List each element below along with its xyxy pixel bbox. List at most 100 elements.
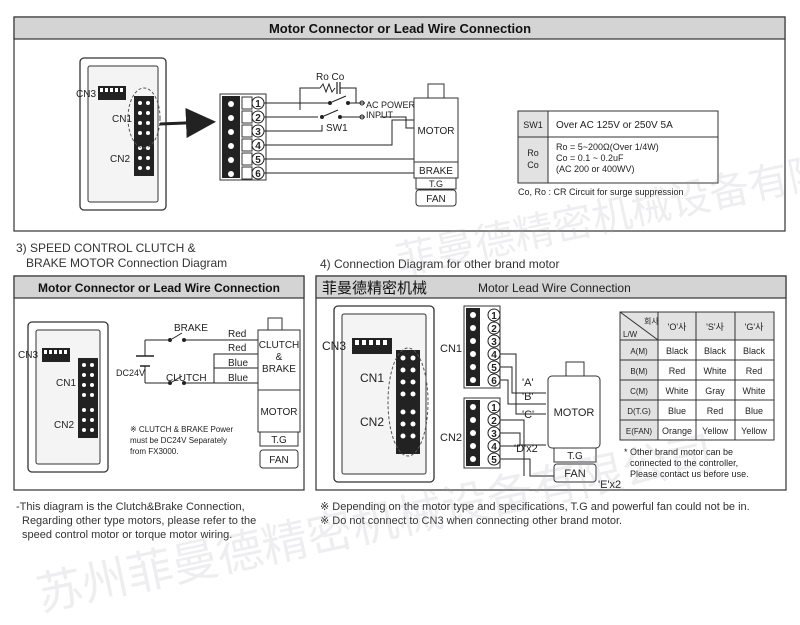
table-row-e-g: Yellow	[741, 426, 767, 436]
top-cn3-label: CN3	[76, 89, 96, 100]
right-note-1: * Other brand motor can be	[624, 447, 733, 457]
top-spec-table: SW1 Ro Co Over AC 125V or 250V 5A Ro = 5…	[517, 110, 719, 197]
top-zoom-arrow	[159, 107, 216, 138]
top-fan-label: FAN	[426, 194, 445, 205]
table-row-d-s: Red	[707, 406, 724, 416]
table-row-b-s: White	[703, 366, 726, 376]
top-pin-1: 1	[255, 99, 261, 110]
top-controller-unit: CN3 CN1 CN2	[76, 57, 167, 211]
left-header-title: Motor Connector or Lead Wire Connection	[38, 281, 280, 295]
left-motor-label: MOTOR	[260, 407, 297, 418]
left-dc24v-label: DC24V	[116, 368, 145, 378]
left-wire-1: Red	[228, 329, 246, 340]
left-clutch-switch-label: CLUTCH	[166, 373, 207, 384]
left-footer-1: -This diagram is the Clutch&Brake Connec…	[16, 501, 245, 513]
right-cn1-pin-2: 2	[491, 324, 497, 335]
left-footer-3: speed control motor or torque motor wiri…	[22, 529, 233, 541]
top-cn1-cn2-terminal	[134, 96, 154, 176]
left-caution-3: from FX3000.	[130, 447, 178, 456]
spec-key-sw1: SW1	[523, 120, 543, 130]
left-cn1-label: CN1	[56, 378, 76, 389]
right-header-bar	[315, 275, 787, 299]
right-cn2-pin-4: 4	[491, 442, 497, 453]
left-header-bar	[13, 275, 305, 299]
top-rc-circuit: Ro Co SW1 AC POWER INPUT	[316, 72, 416, 134]
top-sw1-label: SW1	[326, 123, 348, 134]
right-cn1-pin-1: 1	[491, 311, 497, 322]
left-wire-2: Red	[228, 343, 246, 354]
right-controller-unit: CN3 CN1 CN2	[322, 305, 435, 483]
right-footer-1: ※ Depending on the motor type and specif…	[320, 501, 750, 513]
top-cn2-label: CN2	[110, 154, 130, 165]
right-note-2: connected to the controller,	[630, 458, 738, 468]
spec-note: Co, Ro : CR Circuit for surge suppressio…	[518, 187, 684, 197]
right-cn1-pin-6: 6	[491, 376, 497, 387]
right-cn2-pin-2: 2	[491, 416, 497, 427]
right-cn1-pin-4: 4	[491, 350, 497, 361]
left-caution-2: must be DC24V Separately	[130, 436, 227, 445]
left-panel: Motor Connector or Lead Wire Connection …	[13, 275, 305, 491]
right-cn2-pin-5: 5	[491, 455, 497, 466]
table-col-s: 'S'사	[706, 322, 724, 332]
right-cn3-label: CN3	[322, 339, 346, 353]
top-wiring	[264, 87, 414, 174]
table-row-a-g: Black	[743, 346, 766, 356]
right-note-3: Please contact us before use.	[630, 469, 749, 479]
left-motor-amp-label: &	[276, 352, 283, 363]
right-cn2-label: CN2	[360, 415, 384, 429]
left-caution-1: ※ CLUTCH & BRAKE Power	[130, 425, 234, 434]
top-pin-numbers: 1 2 3 4 5 6	[251, 96, 265, 180]
right-motor-label: MOTOR	[554, 407, 595, 419]
top-motor-label: MOTOR	[417, 126, 454, 137]
left-caution: ※ CLUTCH & BRAKE Power must be DC24V Sep…	[130, 425, 234, 456]
right-cn1-pin-5: 5	[491, 363, 497, 374]
top-tg-label: T.G	[429, 179, 443, 189]
table-col-o: 'O'사	[668, 322, 687, 332]
table-row-c-key: C(M)	[630, 387, 648, 396]
right-table-note: * Other brand motor can be connected to …	[624, 447, 749, 479]
table-col-g: 'G'사	[745, 322, 764, 332]
top-input-label: INPUT	[366, 110, 394, 120]
table-row-a-key: A(M)	[630, 347, 648, 356]
spec-val-wv: (AC 200 or 400WV)	[556, 164, 635, 174]
right-panel: 菲曼德精密机械 Motor Lead Wire Connection CN3 C…	[315, 275, 787, 491]
left-cn3-label: CN3	[18, 350, 38, 361]
top-panel: Motor Connector or Lead Wire Connection …	[13, 16, 786, 232]
top-pin-6: 6	[255, 169, 261, 180]
left-footer-2: Regarding other type motors, please refe…	[22, 515, 257, 527]
right-section-title: 4) Connection Diagram for other brand mo…	[320, 257, 560, 271]
table-row-c-g: White	[742, 386, 765, 396]
left-motor-clutch-label: CLUTCH	[259, 340, 300, 351]
top-ac-power-label: AC POWER	[366, 100, 416, 110]
table-row-d-key: D(T.G)	[627, 407, 651, 416]
top-header-bar	[13, 16, 786, 40]
spec-key-ro: Ro	[527, 148, 539, 158]
left-dc-source: DC24V BRAKE CLUTCH	[116, 323, 208, 385]
left-section-title-1: 3) SPEED CONTROL CLUTCH &	[16, 241, 196, 255]
spec-val-co: Co = 0.1 ~ 0.2uF	[556, 153, 624, 163]
left-section-title-2: BRAKE MOTOR Connection Diagram	[26, 256, 228, 270]
spec-key-co: Co	[527, 160, 539, 170]
table-row-d-g: Blue	[745, 406, 763, 416]
table-row-e-s: Yellow	[702, 426, 728, 436]
right-motor: MOTOR T.G FAN	[547, 361, 601, 483]
right-cn2-terminal: CN2 1 2 3 4 5	[440, 397, 501, 469]
top-cn1-label: CN1	[112, 114, 132, 125]
right-cn2-pin-3: 3	[491, 429, 497, 440]
left-fan-label: FAN	[269, 455, 288, 466]
right-footer-2: ※ Do not connect to CN3 when connecting …	[320, 515, 623, 527]
left-wire-3: Blue	[228, 358, 248, 369]
top-pin-4: 4	[255, 141, 261, 152]
left-wire-4: Blue	[228, 373, 248, 384]
right-header-title: Motor Lead Wire Connection	[478, 281, 631, 295]
table-row-d-o: Blue	[668, 406, 686, 416]
table-row-e-o: Orange	[662, 426, 692, 436]
right-cn1-pin-3: 3	[491, 337, 497, 348]
table-corner-bottom: L/W	[623, 330, 638, 339]
table-row-b-key: B(M)	[630, 367, 648, 376]
table-corner-top: 회사	[644, 317, 659, 326]
right-lead-b: 'B'	[522, 391, 534, 403]
top-pin-3: 3	[255, 127, 261, 138]
table-row-b-g: Red	[746, 366, 763, 376]
spec-val-ro: Ro = 5~200Ω(Over 1/4W)	[556, 142, 659, 152]
